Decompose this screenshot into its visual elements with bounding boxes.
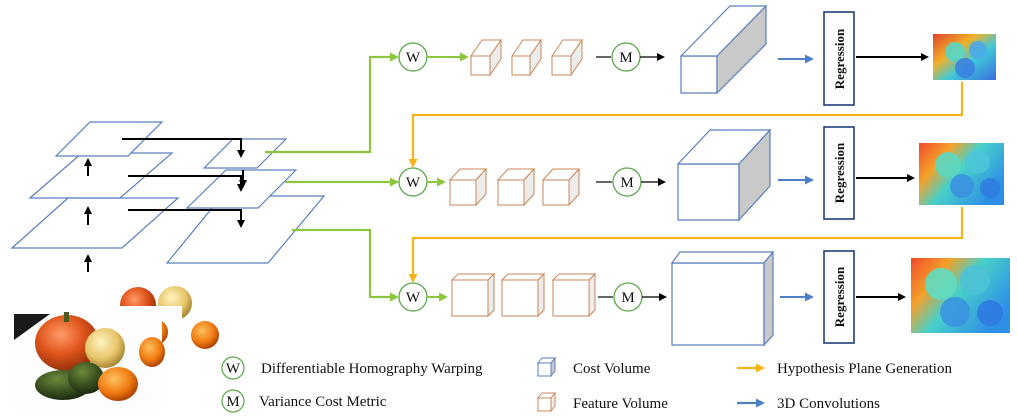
- green-pepper: [68, 362, 104, 394]
- cost-volume-row1: [679, 4, 768, 95]
- row-3: W M: [398, 250, 1010, 347]
- regression-box-2: Regression: [823, 126, 855, 220]
- feature-volume: [470, 38, 502, 77]
- warp-operator-1-label: W: [406, 50, 421, 66]
- warp-operator-1: W: [398, 42, 428, 72]
- warp-operator-2-label: W: [406, 175, 421, 191]
- green-connector-row3: [292, 228, 399, 302]
- dark-corner: [14, 314, 50, 340]
- cost-volume-icon: [536, 356, 557, 378]
- pumpkin-stem: [64, 312, 69, 322]
- legend-cost-volume-label: Cost Volume: [573, 361, 651, 377]
- hypothesis-arrow-2: [408, 207, 964, 283]
- feature-volumes-row1: [470, 38, 583, 77]
- legend-variance-label: Variance Cost Metric: [259, 394, 387, 410]
- plane-ref-top: [54, 121, 164, 157]
- input-images: [14, 286, 220, 410]
- green-connector-row1: [265, 52, 399, 154]
- metric-operator-1-label: M: [619, 50, 632, 66]
- regression-label-1: Regression: [832, 28, 847, 89]
- depth-map-2: [919, 143, 1004, 205]
- row-2: W M: [398, 126, 1004, 222]
- feature-volume: [551, 272, 597, 318]
- legend-conv3d-label: 3D Convolutions: [777, 396, 880, 412]
- legend-warp-symbol: W: [226, 361, 241, 377]
- plane-ref-bottom: [10, 197, 180, 249]
- metric-operator-2-label: M: [620, 175, 633, 191]
- feature-volume: [496, 167, 536, 207]
- legend-homography-label: Differentiable Homography Warping: [261, 361, 483, 377]
- legend-metric-symbol: M: [226, 394, 239, 410]
- warp-operator-3-label: W: [406, 290, 421, 306]
- metric-operator-3: M: [613, 282, 643, 312]
- cost-volume-row2: [676, 128, 772, 222]
- cost-volume-row3: [670, 250, 775, 347]
- warp-arrow-top: [122, 138, 245, 158]
- fruit-back-3: [191, 321, 219, 349]
- depth-map-1: [933, 34, 996, 80]
- reference-planes: [10, 121, 180, 249]
- plane-arrows: [84, 138, 247, 272]
- plane-ref-middle: [28, 152, 174, 199]
- legend: W Differentiable Homography Warping M Va…: [221, 356, 952, 413]
- feature-volume: [511, 38, 542, 77]
- metric-operator-2: M: [612, 167, 642, 197]
- pear: [85, 328, 125, 368]
- feature-volumes-row3: [450, 272, 597, 318]
- legend-cost-volume: Cost Volume: [536, 356, 651, 378]
- feature-volumes-row2: [448, 167, 581, 207]
- regression-box-1: Regression: [823, 11, 855, 106]
- regression-label-2: Regression: [832, 142, 847, 203]
- metric-operator-1: M: [611, 42, 641, 72]
- feature-volume-icon: [536, 391, 557, 413]
- feature-volume: [500, 272, 546, 318]
- depth-map-3: [911, 258, 1010, 333]
- hypothesis-arrow-1: [408, 82, 964, 168]
- orange-pepper-2: [139, 337, 165, 367]
- regression-label-3: Regression: [832, 266, 847, 327]
- pumpkin: [35, 315, 99, 371]
- orange-pepper: [98, 367, 138, 401]
- legend-feature-volume: Feature Volume: [536, 391, 668, 413]
- legend-variance: M Variance Cost Metric: [221, 389, 387, 413]
- feature-volume: [448, 167, 488, 207]
- plane-warped-top: [202, 138, 288, 169]
- feature-volume: [551, 38, 583, 77]
- warp-connectors: [265, 52, 399, 302]
- feature-volume: [541, 167, 581, 207]
- warp-operator-3: W: [398, 282, 428, 312]
- metric-operator-3-label: M: [621, 290, 634, 306]
- legend-homography: W Differentiable Homography Warping: [221, 356, 483, 380]
- regression-box-3: Regression: [823, 250, 855, 344]
- legend-feature-volume-label: Feature Volume: [573, 396, 668, 412]
- legend-conv3d: 3D Convolutions: [737, 396, 880, 412]
- warp-arrow-bot: [128, 209, 245, 228]
- feature-volume: [450, 272, 496, 318]
- plane-warped-bottom: [165, 195, 326, 264]
- warped-planes: [165, 138, 326, 264]
- row-1: W M: [398, 4, 996, 106]
- legend-hypothesis: Hypothesis Plane Generation: [737, 361, 952, 377]
- legend-hypothesis-label: Hypothesis Plane Generation: [777, 361, 952, 377]
- warp-operator-2: W: [398, 167, 428, 197]
